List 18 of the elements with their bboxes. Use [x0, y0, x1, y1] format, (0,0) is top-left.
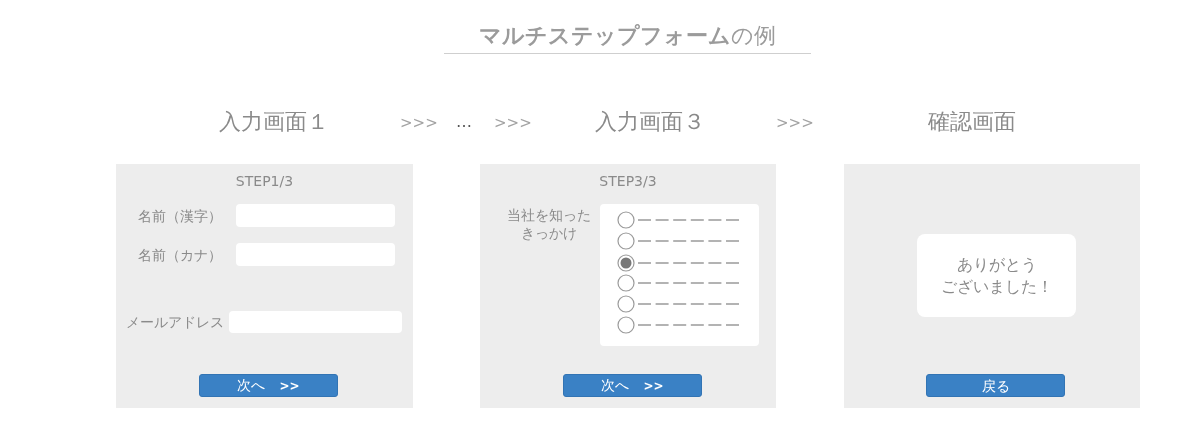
ellipsis: … [456, 111, 472, 133]
next-button: 次へ >> [563, 374, 702, 397]
step-chevrons: >>> [494, 113, 532, 134]
field-label: 名前（漢字） [138, 206, 222, 225]
screen-heading: 確認画面 [927, 108, 1017, 136]
screen-heading: 入力画面１ [218, 108, 330, 136]
screen-heading: 入力画面３ [594, 108, 706, 136]
next-button: 次へ >> [199, 374, 338, 397]
field-label: 名前（カナ） [138, 245, 222, 264]
field-label: メールアドレス [126, 313, 224, 331]
message-text: ありがとうございました！ [940, 253, 1053, 298]
step-indicator: STEP1/3 [234, 172, 295, 191]
step-chevrons: >>> [776, 113, 814, 134]
step-indicator: STEP3/3 [598, 172, 658, 191]
back-button: 戻る [926, 374, 1065, 397]
diagram-title: マルチステップフォームの例 [444, 22, 811, 54]
step-chevrons: >>> [400, 113, 438, 134]
field-label: 当社を知ったきっかけ [507, 206, 591, 242]
